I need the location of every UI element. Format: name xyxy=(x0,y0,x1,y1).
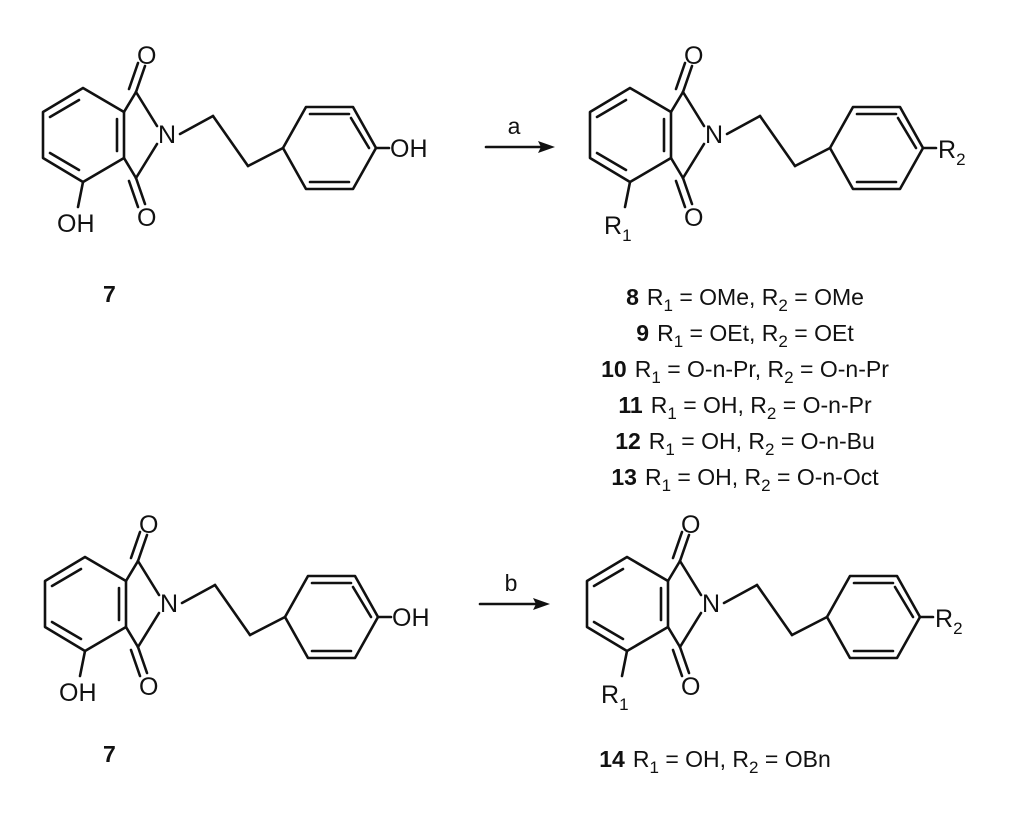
product-series-a-structure xyxy=(590,42,966,245)
product-14-structure xyxy=(587,511,963,714)
reaction-arrow-a: a xyxy=(484,113,555,153)
starting-material-7-label: 7 xyxy=(103,281,116,307)
starting-material-7-structure-b xyxy=(45,511,430,707)
starting-material-7-structure xyxy=(43,42,428,238)
reagent-b-label: b xyxy=(505,570,518,596)
starting-material-7-label-b: 7 xyxy=(103,741,116,767)
reagent-a-label: a xyxy=(508,113,521,139)
reaction-arrow-b: b xyxy=(478,570,550,610)
